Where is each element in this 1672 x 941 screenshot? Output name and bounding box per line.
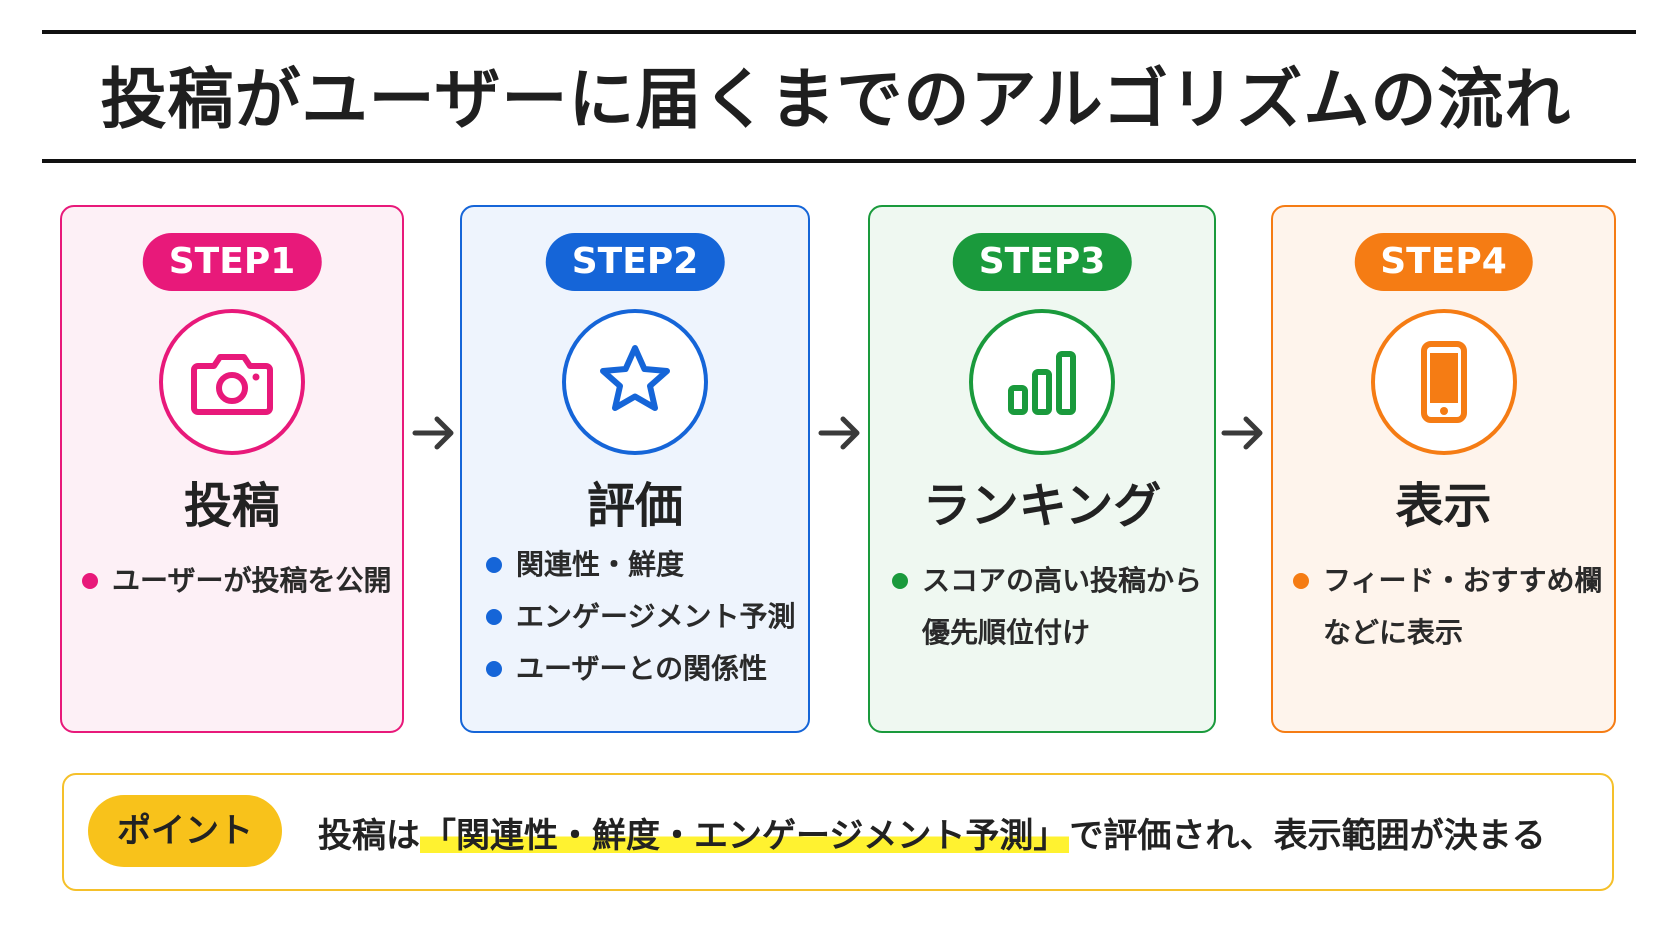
- bullet-item: ユーザーとの関係性: [486, 643, 808, 695]
- step-card-4: STEP4 表示 フィード・おすすめ欄 などに表示: [1271, 205, 1616, 733]
- step-title: ランキング: [922, 478, 1162, 534]
- bullet-item: ユーザーが投稿を公開: [82, 555, 402, 607]
- point-text-after: で評価され、表示範囲が決まる: [1069, 815, 1546, 856]
- top-rule: [42, 30, 1636, 34]
- step-title: 投稿: [183, 478, 280, 534]
- step-badge: STEP2: [545, 233, 725, 291]
- bullet-item: 関連性・鮮度: [486, 539, 808, 591]
- bullet-text-continued: などに表示: [1323, 616, 1464, 649]
- step-icon-circle: [969, 309, 1115, 455]
- bullet-text: エンゲージメント予測: [516, 600, 796, 633]
- bullet-item: フィード・おすすめ欄: [1293, 555, 1614, 607]
- step-icon-circle: [159, 309, 305, 455]
- point-badge: ポイント: [88, 795, 282, 867]
- bottom-rule: [42, 159, 1636, 163]
- bullet-item: エンゲージメント予測: [486, 591, 808, 643]
- bullet-text: スコアの高い投稿から: [922, 564, 1203, 597]
- bullet-dot: [82, 573, 98, 589]
- page-title: 投稿がユーザーに届くまでのアルゴリズムの流れ: [100, 61, 1572, 138]
- bullet-text: ユーザーとの関係性: [516, 652, 768, 685]
- camera-icon: [191, 354, 273, 415]
- step-badge: STEP4: [1354, 233, 1533, 291]
- step-icon-circle: [1370, 309, 1517, 455]
- bullet-text: フィード・おすすめ欄: [1323, 564, 1603, 597]
- bullet-text: ユーザーが投稿を公開: [112, 564, 392, 597]
- bar-chart-icon: [1008, 351, 1076, 415]
- bullet-dot: [486, 557, 502, 573]
- step-title: 表示: [1395, 478, 1492, 534]
- bullet-dot: [1293, 573, 1309, 589]
- step-icon-circle: [562, 309, 708, 455]
- point-box: ポイント 投稿は 「関連性・鮮度・エンゲージメント予測」 で評価され、表示範囲が…: [62, 773, 1614, 891]
- smartphone-icon: [1420, 341, 1467, 423]
- arrow-right-icon: [818, 416, 860, 450]
- step-bullets: 関連性・鮮度 エンゲージメント予測 ユーザーとの関係性: [462, 539, 808, 695]
- bullet-text: 関連性・鮮度: [516, 548, 685, 581]
- bullet-dot: [486, 609, 502, 625]
- bullet-dot: [486, 661, 502, 677]
- step-card-1: STEP1 投稿 ユーザーが投稿を公開: [60, 205, 404, 733]
- step-bullets: スコアの高い投稿から 優先順位付け: [870, 555, 1214, 659]
- point-highlight: 「関連性・鮮度・エンゲージメント予測」: [420, 807, 1070, 857]
- bullet-dot: [892, 573, 908, 589]
- point-text-before: 投稿は: [318, 815, 420, 856]
- step-badge: STEP1: [142, 233, 322, 291]
- step-card-3: STEP3 ランキング スコアの高い投稿から 優先順位付け: [868, 205, 1216, 733]
- step-bullets: ユーザーが投稿を公開: [62, 555, 402, 607]
- step-card-2: STEP2 評価 関連性・鮮度 エンゲージメント予測 ユーザーとの関係性: [460, 205, 810, 733]
- arrow-right-icon: [412, 416, 454, 450]
- star-icon: [600, 345, 670, 411]
- step-badge: STEP3: [952, 233, 1132, 291]
- point-text: 投稿は 「関連性・鮮度・エンゲージメント予測」 で評価され、表示範囲が決まる: [318, 797, 1546, 867]
- step-bullets: フィード・おすすめ欄 などに表示: [1273, 555, 1614, 659]
- bullet-text-continued: 優先順位付け: [922, 616, 1091, 649]
- arrow-right-icon: [1221, 416, 1263, 450]
- step-title: 評価: [586, 478, 683, 534]
- bullet-item: スコアの高い投稿から: [892, 555, 1214, 607]
